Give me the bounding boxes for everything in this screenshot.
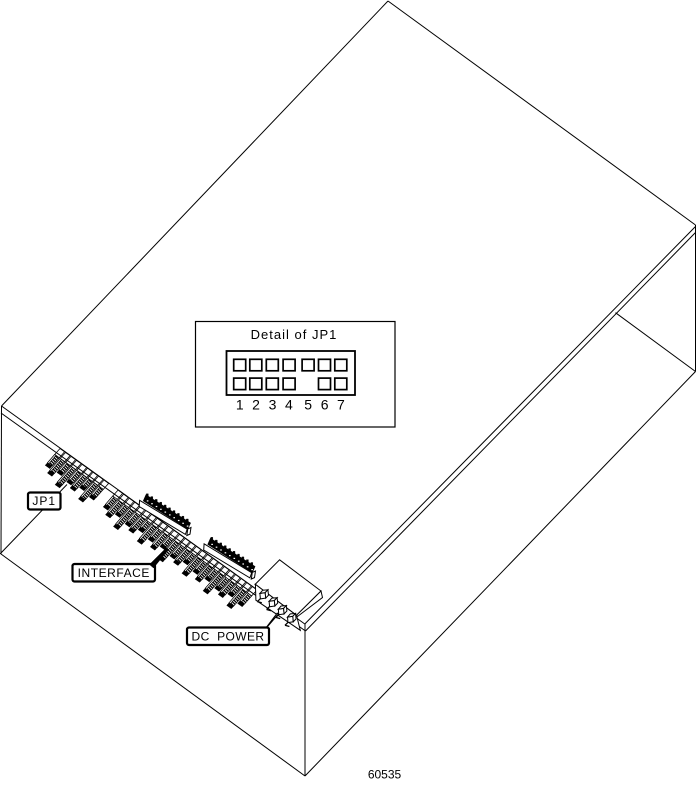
svg-text:6: 6 <box>321 397 329 413</box>
svg-text:7: 7 <box>337 397 345 413</box>
svg-text:60535: 60535 <box>368 768 402 782</box>
svg-text:2: 2 <box>252 397 260 413</box>
svg-text:3: 3 <box>269 397 277 413</box>
svg-text:DC POWER: DC POWER <box>192 630 265 644</box>
svg-text:4: 4 <box>285 397 293 413</box>
svg-text:JP1: JP1 <box>32 494 56 508</box>
svg-text:5: 5 <box>304 397 312 413</box>
svg-text:INTERFACE: INTERFACE <box>78 566 150 580</box>
svg-text:Detail of JP1: Detail of JP1 <box>251 327 338 342</box>
svg-text:1: 1 <box>236 397 244 413</box>
